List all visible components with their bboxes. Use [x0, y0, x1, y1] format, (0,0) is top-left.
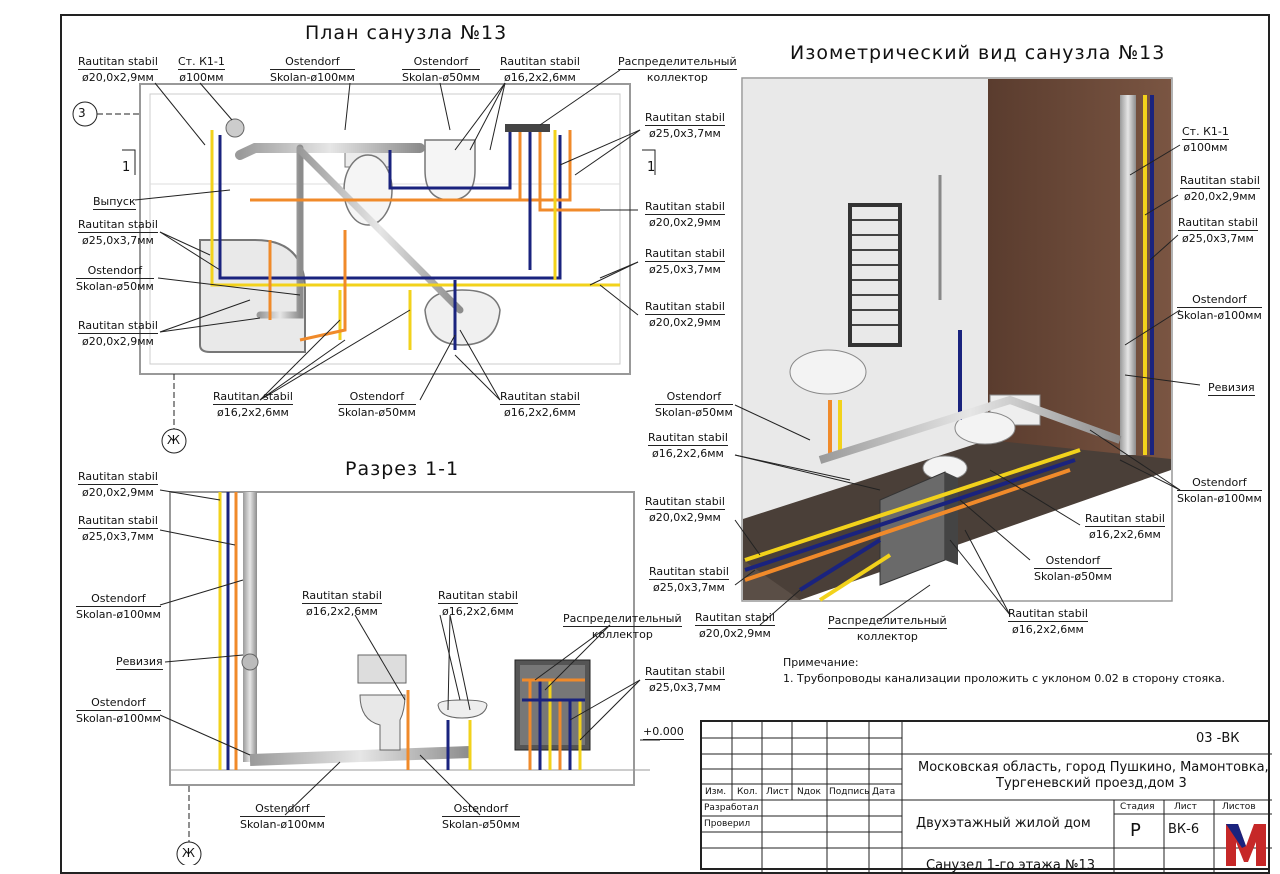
sheet-header: Лист	[1174, 802, 1197, 812]
iso-title: Изометрический вид санузла №13	[790, 42, 1166, 64]
title-block-grid	[702, 722, 1272, 872]
developed-label: Разработал	[704, 803, 759, 813]
sheet-code: 03 -ВК	[1196, 731, 1240, 746]
note-text: 1. Трубопроводы канализации проложить с …	[783, 672, 1226, 685]
sheet-value: ВК-6	[1168, 822, 1200, 837]
axis-mark-zh-2: Ж	[182, 846, 195, 860]
company-logo	[1222, 818, 1270, 868]
title-block: 03 -ВК Московская область, город Пушкино…	[700, 720, 1272, 873]
section-title: Разрез 1-1	[345, 458, 460, 480]
sheets-header: Листов	[1222, 802, 1256, 812]
cut-mark-left: 1	[122, 160, 131, 175]
axis-mark-zh: Ж	[167, 433, 180, 447]
address-line-1: Московская область, город Пушкино, Мамон…	[918, 760, 1269, 775]
isometric-view	[734, 77, 1201, 626]
iso-label: Ревизия	[1208, 381, 1255, 396]
plan-label: Выпуск	[93, 195, 136, 210]
address-line-2: Тургеневский проезд,дом 3	[996, 776, 1187, 791]
section-label: Ревизия	[116, 655, 163, 670]
col-kol: Кол.	[737, 787, 758, 797]
col-data: Дата	[872, 787, 896, 797]
axis-mark-3: 3	[78, 106, 86, 120]
sheet-subject: Санузел 1-го этажа №13	[926, 858, 1096, 873]
stage-header: Стадия	[1120, 802, 1155, 812]
note-title: Примечание:	[783, 656, 859, 669]
checked-label: Проверил	[704, 819, 751, 829]
col-ndok: Nдок	[797, 787, 821, 797]
logo-mark	[1226, 824, 1266, 866]
level-mark: +0.000	[643, 725, 684, 740]
plan-title: План санузла №13	[305, 22, 508, 44]
col-list: Лист	[766, 787, 789, 797]
col-podpis: Подпись	[829, 787, 870, 797]
col-izm: Изм.	[705, 787, 727, 797]
object-name: Двухэтажный жилой дом	[916, 816, 1091, 831]
cut-mark-right: 1	[647, 160, 656, 175]
section-view	[159, 489, 660, 865]
stage-value: Р	[1130, 820, 1141, 841]
plan-view	[72, 69, 656, 454]
